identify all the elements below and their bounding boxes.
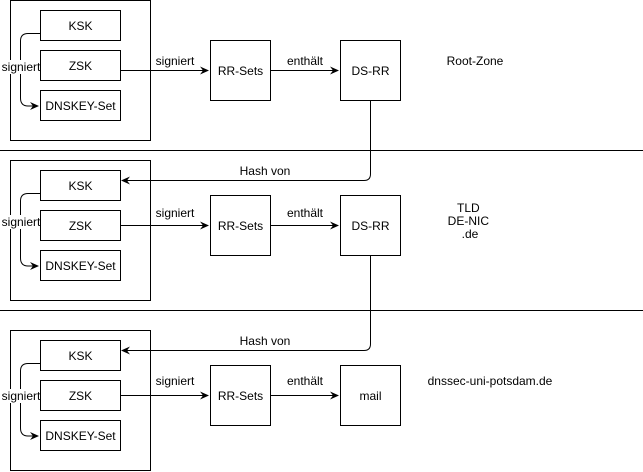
zone-label-line: DE-NIC [448,214,490,228]
key-container [10,160,151,301]
dnskey-set-label: DNSKEY-Set [45,429,116,443]
ksk-box[interactable] [40,10,121,41]
hash-label-2: Hash von [240,334,291,348]
self-sign-label-bg [2,60,40,74]
rr-sets-box[interactable] [210,195,271,256]
hash-arrow-1 [121,100,371,185]
contains-label: enthält [287,374,324,388]
zone-label-line: .de [462,227,479,241]
zone-domain: KSK ZSK DNSKEY-Set signiert signiert RR-… [2,330,553,471]
hash-label-1: Hash von [240,164,291,178]
sign-label: signiert [156,374,195,388]
mail-box[interactable] [340,365,401,426]
self-sign-label: signiert [2,389,41,403]
zsk-box[interactable] [40,210,121,241]
dnskey-set-box[interactable] [40,420,121,451]
self-sign-label-bg [2,215,40,229]
ksk-label: KSK [68,19,92,33]
self-sign-label-bg [2,389,40,403]
rr-sets-label: RR-Sets [218,389,263,403]
self-sign-arrow [20,193,41,270]
dnskey-set-box[interactable] [40,90,121,121]
zone-label-line: Root-Zone [447,54,504,68]
zone-label-line: dnssec-uni-potsdam.de [428,374,553,388]
contains-label: enthält [287,206,324,220]
zone-tld: KSK ZSK DNSKEY-Set signiert signiert RR-… [2,160,493,301]
dnskey-set-label: DNSKEY-Set [45,259,116,273]
ksk-box[interactable] [40,170,121,201]
zsk-box[interactable] [40,380,121,411]
dnskey-set-label: DNSKEY-Set [45,99,116,113]
ksk-label: KSK [68,179,92,193]
ds-rr-box[interactable] [340,40,401,101]
ds-rr-label: DS-RR [352,219,390,233]
zsk-box[interactable] [40,50,121,81]
self-sign-label: signiert [2,60,41,74]
ds-rr-label: DS-RR [352,64,390,78]
ksk-label: KSK [68,349,92,363]
mail-label: mail [359,389,381,403]
rr-sets-label: RR-Sets [218,64,263,78]
rr-sets-box[interactable] [210,365,271,426]
zone-label-line: TLD [457,201,480,215]
zsk-label: ZSK [69,59,92,73]
contains-label: enthält [287,54,324,68]
sign-label: signiert [156,54,195,68]
zone-label: TLD DE-NIC .de [448,201,493,241]
zone-label: Root-Zone [447,54,504,68]
zsk-label: ZSK [69,389,92,403]
sign-label: signiert [156,206,195,220]
zone-root: KSK ZSK DNSKEY-Set signiert signiert RR-… [2,0,504,141]
zsk-label: ZSK [69,219,92,233]
self-sign-label: signiert [2,215,41,229]
rr-sets-box[interactable] [210,40,271,101]
ds-rr-box[interactable] [340,195,401,256]
dnskey-set-box[interactable] [40,250,121,281]
hash-arrow-2 [121,255,371,355]
zone-label: dnssec-uni-potsdam.de [428,374,553,388]
ksk-box[interactable] [40,340,121,371]
rr-sets-label: RR-Sets [218,219,263,233]
